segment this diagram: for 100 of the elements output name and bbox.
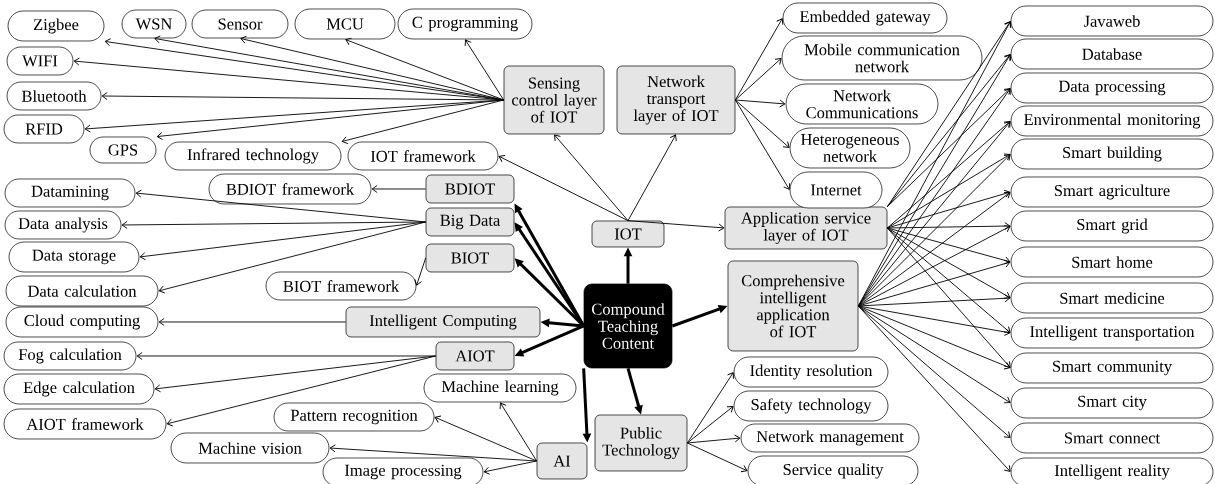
item-pill: Smart home bbox=[1010, 246, 1214, 278]
item-pill: Network management bbox=[740, 423, 920, 453]
item-pill: Intelligent transportation bbox=[1010, 317, 1214, 349]
item-pill: Javaweb bbox=[1010, 5, 1214, 37]
item-pill: Network Communications bbox=[785, 83, 939, 125]
item-pill: Data calculation bbox=[5, 275, 159, 307]
item-pill: IOT framework bbox=[347, 141, 499, 171]
item-pill: Identity resolution bbox=[733, 356, 889, 388]
arrow bbox=[857, 294, 1011, 307]
arrow bbox=[434, 415, 538, 462]
arrow bbox=[886, 227, 1011, 265]
arrow bbox=[686, 406, 734, 444]
item-pill: Smart medicine bbox=[1010, 282, 1214, 314]
topic-box: IOT bbox=[591, 220, 665, 248]
arrow bbox=[158, 221, 427, 294]
arrow bbox=[686, 434, 741, 444]
item-pill: Machine learning bbox=[423, 373, 577, 403]
item-pill: Database bbox=[1010, 38, 1214, 70]
topic-box: AIOT bbox=[435, 341, 515, 371]
item-pill: Smart city bbox=[1010, 387, 1214, 419]
item-pill: C programming bbox=[397, 8, 533, 40]
item-pill: Sensor bbox=[191, 9, 289, 39]
arrow bbox=[734, 99, 791, 190]
item-pill: Smart grid bbox=[1010, 210, 1214, 242]
item-pill: Datamining bbox=[4, 178, 136, 208]
arrow bbox=[857, 192, 1011, 307]
item-pill: BDIOT framework bbox=[208, 173, 372, 205]
arrow bbox=[483, 460, 538, 475]
item-pill: Heterogeneous network bbox=[789, 127, 911, 169]
arrow bbox=[734, 99, 790, 148]
item-pill: Smart agriculture bbox=[1010, 176, 1214, 208]
item-pill: Smart building bbox=[1010, 138, 1214, 170]
item-pill: AIOT framework bbox=[3, 408, 167, 440]
item-pill: Zigbee bbox=[7, 10, 105, 42]
arrow bbox=[857, 154, 1011, 307]
item-pill: Service quality bbox=[747, 455, 919, 484]
arrow bbox=[734, 99, 786, 108]
arrow bbox=[498, 155, 629, 222]
arrow bbox=[627, 134, 677, 222]
arrow bbox=[857, 305, 1011, 336]
arrow bbox=[886, 222, 1011, 231]
arrow bbox=[886, 227, 1011, 299]
arrow bbox=[734, 18, 784, 101]
topic-box: Sensing control layer of IOT bbox=[503, 65, 605, 135]
arrow bbox=[686, 372, 734, 444]
arrow bbox=[857, 305, 1011, 472]
item-pill: Image processing bbox=[322, 457, 484, 484]
arrow bbox=[84, 99, 505, 133]
item-pill: Embedded gateway bbox=[782, 2, 948, 34]
arrow bbox=[886, 88, 1011, 208]
arrow bbox=[499, 402, 538, 462]
item-pill: Infrared technology bbox=[164, 141, 342, 171]
arrow bbox=[121, 221, 427, 229]
arrow bbox=[857, 305, 1011, 370]
central-box: Compound Teaching Content bbox=[583, 283, 673, 369]
topic-box: Public Technology bbox=[594, 414, 688, 472]
topic-box: BIOT bbox=[425, 243, 515, 273]
topic-box: Big Data bbox=[425, 207, 515, 237]
item-pill: Cloud computing bbox=[5, 306, 159, 338]
item-pill: Intelligent reality bbox=[1010, 457, 1214, 484]
item-pill: Safety technology bbox=[733, 390, 889, 422]
arrow bbox=[156, 99, 505, 140]
item-pill: GPS bbox=[89, 136, 157, 164]
item-pill: Edge calculation bbox=[3, 373, 155, 405]
arrow bbox=[371, 185, 427, 193]
arrow bbox=[414, 257, 427, 286]
item-pill: Smart connect bbox=[1010, 422, 1214, 454]
arrow bbox=[886, 153, 1011, 229]
item-pill: Environmental monitoring bbox=[1010, 105, 1214, 137]
arrow bbox=[139, 221, 427, 261]
item-pill: Smart community bbox=[1010, 352, 1214, 384]
item-pill: Data processing bbox=[1010, 72, 1214, 104]
topic-box: Intelligent Computing bbox=[345, 306, 541, 338]
arrow bbox=[686, 442, 748, 473]
item-pill: Pattern recognition bbox=[273, 402, 435, 432]
arrow bbox=[886, 121, 1011, 229]
topic-box: Application service layer of IOT bbox=[724, 206, 888, 250]
topic-box: AI bbox=[536, 442, 588, 480]
arrow bbox=[886, 227, 1011, 368]
arrow bbox=[627, 220, 725, 232]
item-pill: Fog calculation bbox=[3, 341, 137, 371]
arrow bbox=[734, 58, 782, 101]
topic-box: Comprehensive intelligent application of IOT bbox=[727, 260, 859, 352]
item-pill: WSN bbox=[121, 9, 187, 39]
arrow bbox=[857, 225, 1011, 307]
item-pill: Data storage bbox=[8, 241, 140, 273]
topic-box: BDIOT bbox=[425, 174, 515, 204]
item-pill: Machine vision bbox=[170, 432, 330, 464]
item-pill: BIOT framework bbox=[265, 271, 417, 301]
item-pill: WIFI bbox=[6, 46, 74, 76]
arrow bbox=[154, 355, 437, 393]
topic-box: Network transport layer of IOT bbox=[616, 65, 736, 135]
arrow bbox=[554, 134, 629, 222]
item-pill: Bluetooth bbox=[6, 81, 102, 111]
arrow bbox=[886, 54, 1011, 208]
item-pill: MCU bbox=[294, 8, 396, 40]
arrow bbox=[166, 355, 437, 427]
item-pill: RFID bbox=[3, 114, 85, 144]
arrow bbox=[345, 37, 505, 101]
arrow bbox=[329, 444, 538, 462]
